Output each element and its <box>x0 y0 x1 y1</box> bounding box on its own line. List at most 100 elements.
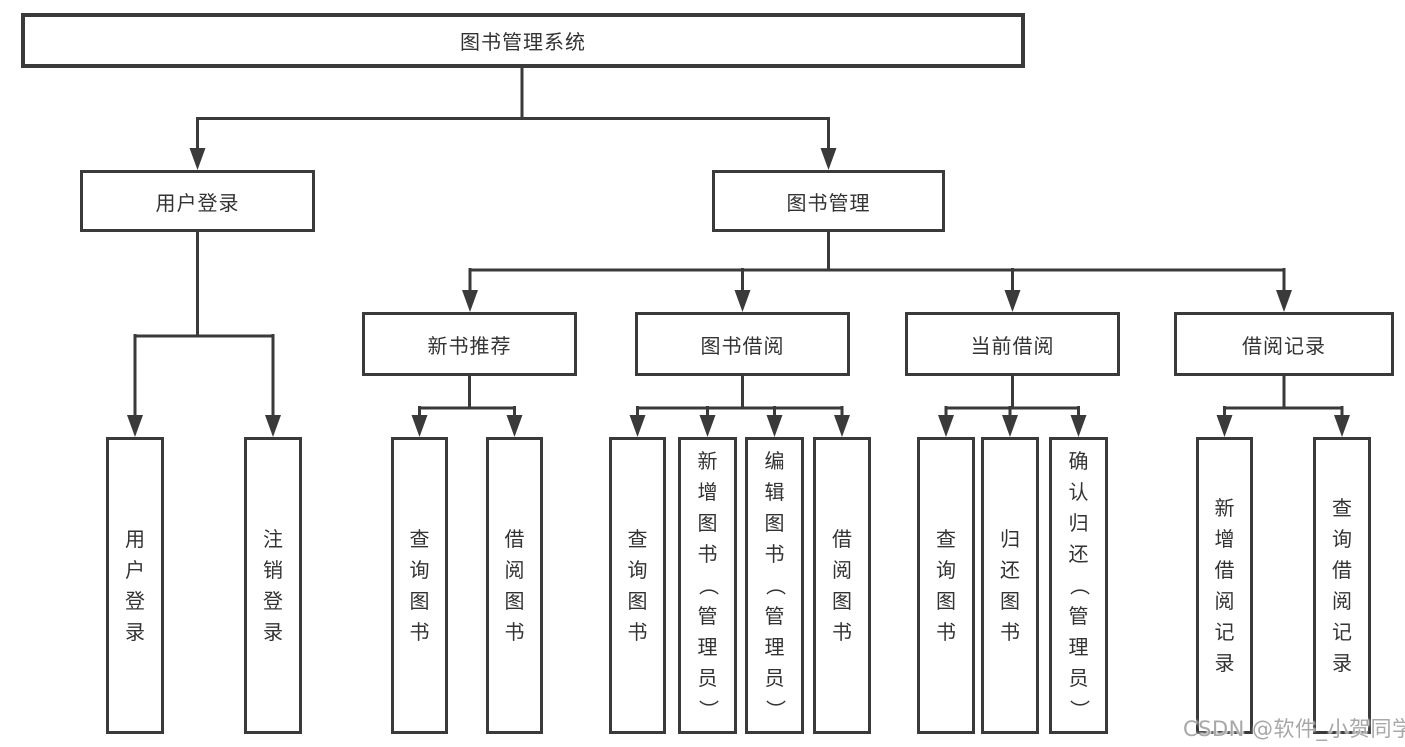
vertical-glyph: 认 <box>1068 480 1089 504</box>
leaf-cb-confirm-return-admin: 确认归还（管理员） <box>1049 437 1108 734</box>
vertical-glyph: 查 <box>627 526 648 551</box>
watermark: CSDN @软件_小贺同学 <box>1183 717 1405 741</box>
arrowhead <box>265 415 281 437</box>
vertical-glyph: ） <box>696 699 720 720</box>
vertical-glyph: 录 <box>125 619 145 644</box>
vertical-glyph: ） <box>763 699 787 720</box>
vertical-glyph: 理 <box>1068 635 1089 659</box>
vertical-glyph: 询 <box>1332 526 1352 551</box>
leaf-bb-edit-books-admin-label: 编辑图书（管理员） <box>763 446 787 725</box>
leaf-cb-return-books-label: 归还图书 <box>1000 524 1020 648</box>
vertical-glyph: 增 <box>697 480 718 504</box>
vertical-glyph: 书 <box>697 542 718 566</box>
node-book-mgmt: 图书管理 <box>712 170 945 232</box>
arrowhead <box>1276 290 1292 312</box>
vertical-glyph: 图 <box>504 588 525 613</box>
leaf-rec-borrow-books: 借阅图书 <box>486 437 543 734</box>
vertical-glyph: 借 <box>1332 557 1352 582</box>
vertical-glyph: 阅 <box>1332 588 1352 613</box>
arrowhead <box>506 415 523 437</box>
vertical-glyph: 录 <box>263 619 283 644</box>
leaf-bb-borrow-books: 借阅图书 <box>813 437 871 734</box>
vertical-glyph: 录 <box>1214 650 1235 675</box>
vertical-glyph: ） <box>1067 699 1091 720</box>
vertical-glyph: 阅 <box>1214 588 1235 613</box>
vertical-glyph: 借 <box>1214 557 1235 582</box>
arrowhead <box>1070 415 1087 437</box>
node-new-book-rec: 新书推荐 <box>362 312 577 376</box>
vertical-glyph: 阅 <box>832 557 852 582</box>
vertical-glyph: 记 <box>1332 619 1352 644</box>
vertical-glyph: 确 <box>1068 449 1089 473</box>
node-current-borrow-label: 当前借阅 <box>970 333 1055 358</box>
leaf-br-add-record-label: 新增借阅记录 <box>1215 493 1235 679</box>
leaf-bb-edit-books-admin: 编辑图书（管理员） <box>745 437 804 734</box>
vertical-glyph: 用 <box>125 526 145 551</box>
vertical-glyph: 辑 <box>764 480 785 504</box>
node-borrow-record-label: 借阅记录 <box>1242 333 1326 358</box>
arrowhead <box>820 148 837 170</box>
node-borrow-record: 借阅记录 <box>1174 312 1394 376</box>
leaf-bb-add-books-admin-label: 新增图书（管理员） <box>696 446 720 725</box>
connector-path <box>133 68 1344 421</box>
leaf-user-login: 用户登录 <box>106 437 164 734</box>
vertical-glyph: 理 <box>697 635 718 659</box>
vertical-glyph: 图 <box>1000 588 1020 613</box>
vertical-glyph: 阅 <box>504 557 525 582</box>
vertical-glyph: 询 <box>627 557 648 582</box>
vertical-glyph: 图 <box>697 511 718 535</box>
vertical-glyph: 查 <box>409 526 430 551</box>
node-new-book-rec-label: 新书推荐 <box>427 333 512 358</box>
vertical-glyph: 新 <box>697 449 718 473</box>
vertical-glyph: 还 <box>1000 557 1020 582</box>
vertical-glyph: 销 <box>263 557 283 582</box>
vertical-glyph: 管 <box>764 604 785 628</box>
vertical-glyph: 借 <box>832 526 852 551</box>
vertical-glyph: 图 <box>627 588 648 613</box>
arrowhead <box>938 415 954 437</box>
vertical-glyph: 员 <box>764 666 785 690</box>
arrowhead <box>462 290 478 312</box>
arrowhead <box>629 415 646 437</box>
vertical-glyph: （ <box>696 575 720 596</box>
node-book-borrow-label: 图书借阅 <box>700 333 785 358</box>
vertical-glyph: 归 <box>1000 526 1020 551</box>
arrowhead <box>834 415 850 437</box>
arrowhead <box>411 415 428 437</box>
leaf-br-query-record-label: 查询借阅记录 <box>1332 493 1352 679</box>
node-book-borrow: 图书借阅 <box>635 312 850 376</box>
leaf-bb-query-books-label: 查询图书 <box>628 524 648 648</box>
arrowhead <box>1216 415 1233 437</box>
vertical-glyph: 查 <box>936 526 956 551</box>
leaf-cb-return-books: 归还图书 <box>981 437 1039 734</box>
leaf-rec-query-books: 查询图书 <box>391 437 448 734</box>
vertical-glyph: 书 <box>764 542 785 566</box>
leaf-user-login-label: 用户登录 <box>125 524 145 648</box>
leaf-cb-confirm-return-admin-label: 确认归还（管理员） <box>1067 446 1091 725</box>
leaf-rec-query-books-label: 查询图书 <box>410 524 430 648</box>
vertical-glyph: 还 <box>1068 542 1089 566</box>
vertical-glyph: 记 <box>1214 619 1235 644</box>
vertical-glyph: 理 <box>764 635 785 659</box>
arrowhead <box>127 415 143 437</box>
arrowhead <box>189 148 206 170</box>
arrowhead <box>699 415 716 437</box>
vertical-glyph: 编 <box>764 449 785 473</box>
vertical-glyph: 注 <box>263 526 283 551</box>
node-root-label: 图书管理系统 <box>460 30 586 54</box>
node-user-login-label: 用户登录 <box>155 190 240 215</box>
vertical-glyph: 登 <box>263 588 283 613</box>
leaf-cb-query-books-label: 查询图书 <box>936 524 956 648</box>
node-user-login: 用户登录 <box>80 170 315 232</box>
vertical-glyph: 书 <box>627 619 648 644</box>
vertical-glyph: 书 <box>409 619 430 644</box>
leaf-logout: 注销登录 <box>244 437 302 734</box>
arrowhead <box>766 415 783 437</box>
node-current-borrow: 当前借阅 <box>905 312 1120 376</box>
vertical-glyph: 询 <box>936 557 956 582</box>
leaf-br-query-record: 查询借阅记录 <box>1313 437 1371 734</box>
vertical-glyph: 新 <box>1214 495 1235 520</box>
node-root: 图书管理系统 <box>21 13 1025 68</box>
